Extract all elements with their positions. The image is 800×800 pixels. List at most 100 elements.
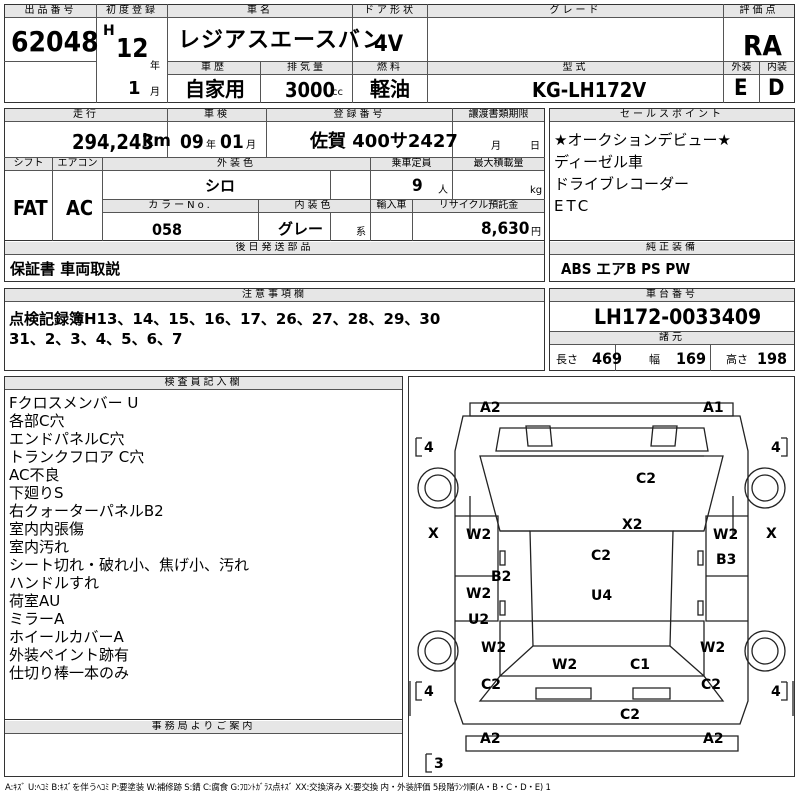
car-diagram [409, 402, 794, 773]
lot-no-value: 62048 [11, 25, 99, 58]
color-no-value: 058 [152, 220, 183, 239]
inspector-list: Fクロスメンバー U 各部C穴 エンドパネルC穴 トランクフロア C穴 AC不良… [9, 394, 249, 682]
capacity-value: 9 [412, 176, 423, 196]
lot-no-label: 出品番号 [5, 5, 96, 18]
inspector-line: 外装ペイント跡有 [9, 646, 130, 664]
door-value: 4V [374, 32, 404, 57]
shift-label: シフト [5, 158, 52, 171]
insp-month-unit: 月 [246, 140, 256, 151]
inspector-line: AC不良 [9, 466, 60, 484]
inspector-line: トランクフロア C穴 [9, 448, 145, 466]
mark-bottom: 3 [434, 756, 444, 772]
aircon-label: エアコン [53, 158, 102, 171]
car-name-value: レジアスエースバン [178, 28, 386, 53]
mark-side-left-bottom: 4 [424, 684, 434, 700]
car-name-label: 車名 [168, 5, 352, 18]
mark-left-lower: U2 [468, 612, 490, 628]
int-color-label: 内装色 [258, 200, 370, 213]
transfer-month-unit: 月 [491, 141, 501, 152]
plate-value: 佐賀 400サ2427 [310, 131, 458, 152]
sales-point-item: ディーゼル車 [554, 153, 643, 171]
sales-point-list: ★オークションデビュー★ ディーゼル車 ドライブレコーダー ETC [554, 129, 731, 217]
inspector-line: ミラーA [9, 610, 65, 628]
mark-rear-corner-left: A2 [480, 731, 501, 747]
interior-label: 内装 [760, 62, 794, 75]
chassis-block [549, 288, 795, 371]
mark-left-panel: B2 [491, 569, 512, 585]
width-value: 169 [676, 349, 707, 368]
mark-right-front-panel: B3 [716, 552, 737, 568]
recycle-label: リサイクル預託金 [413, 200, 544, 213]
mark-rear-right: C1 [630, 657, 651, 673]
later-parts-value: 保証書 車両取説 [10, 260, 121, 278]
exterior-score: E [734, 76, 748, 101]
notes-line: 点検記録簿H13、14、15、16、17、26、27、28、29、30 [9, 310, 441, 328]
insp-year-unit: 年 [206, 140, 216, 151]
notes-list: 点検記録簿H13、14、15、16、17、26、27、28、29、30 31、2… [9, 309, 440, 349]
year-unit: 年 [150, 61, 160, 72]
office-block [4, 720, 403, 777]
mark-right-mid: X [766, 526, 777, 542]
reg-year-value: 12 [116, 34, 149, 64]
recycle-unit: 円 [531, 227, 541, 238]
inspector-line: シート切れ・破れ小、焦げ小、汚れ [9, 556, 250, 574]
dims-label: 諸元 [550, 331, 794, 345]
recycle-value: 8,630 [481, 219, 530, 239]
interior-score: D [768, 76, 785, 101]
mark-wheel-ml: W2 [466, 586, 492, 602]
inspection-label: 車検 [168, 109, 266, 122]
insp-month-value: 01 [220, 131, 244, 153]
notes-label: 注意事項欄 [5, 289, 544, 302]
mark-side-right-bottom: 4 [771, 684, 781, 700]
length-label: 長さ [556, 353, 578, 366]
aircon-value: AC [66, 196, 94, 220]
equipment-block [549, 241, 795, 282]
grade-label: グレード [428, 5, 723, 18]
inspector-line: 仕切り棒一本のみ [9, 664, 130, 682]
inspector-line: 室内内張傷 [9, 520, 85, 538]
sales-point-item: ETC [554, 197, 592, 215]
mark-roof: C2 [591, 548, 612, 564]
fuel-value: 軽油 [370, 77, 410, 101]
mark-wheel-rr: W2 [700, 640, 726, 656]
max-load-label: 最大積載量 [453, 158, 544, 171]
history-label: 車歴 [168, 62, 260, 75]
height-value: 198 [757, 349, 788, 368]
history-value: 自家用 [185, 77, 245, 101]
shift-value: FAT [13, 196, 48, 220]
mark-side-left-top: 4 [424, 440, 434, 456]
mark-rear-corner-right: A2 [703, 731, 724, 747]
inspector-line: 各部C穴 [9, 412, 65, 430]
mark-wheel-fr: W2 [713, 527, 739, 543]
exterior-label: 外装 [724, 62, 759, 75]
mark-windshield: X2 [622, 517, 643, 533]
header-block [4, 4, 795, 103]
fuel-label: 燃料 [353, 62, 427, 75]
capacity-unit: 人 [438, 185, 448, 196]
mark-bumper-right: C2 [701, 677, 722, 693]
plate-label: 登録番号 [267, 109, 452, 122]
color-no-label: カラーNo. [103, 200, 258, 213]
month-unit: 月 [150, 87, 160, 98]
mark-hood: C2 [636, 471, 657, 487]
car-diagram-frame [408, 376, 795, 777]
inspector-line: エンドパネルC穴 [9, 430, 125, 448]
cc-unit: cc [332, 87, 343, 98]
mark-rear-center: C2 [620, 707, 641, 723]
inspector-line: 室内汚れ [9, 538, 70, 556]
import-label: 輸入車 [371, 200, 412, 213]
details-block [4, 108, 545, 241]
notes-block [4, 288, 545, 371]
mark-rear-left: W2 [552, 657, 578, 673]
sales-point-label: セールスポイント [550, 109, 794, 122]
max-load-unit: kg [530, 185, 543, 196]
mileage-label: 走行 [5, 109, 167, 122]
sales-point-block [549, 108, 795, 241]
sales-point-item: ドライブレコーダー [554, 175, 690, 193]
insp-year-value: 09 [180, 131, 204, 153]
mark-roof-center: U4 [591, 588, 613, 604]
reg-month-value: 1 [128, 78, 141, 99]
inspector-line: ホイールカバーA [9, 628, 124, 646]
chassis-value: LH172-0033409 [594, 305, 762, 329]
mileage-value: 294,243 [72, 130, 154, 154]
